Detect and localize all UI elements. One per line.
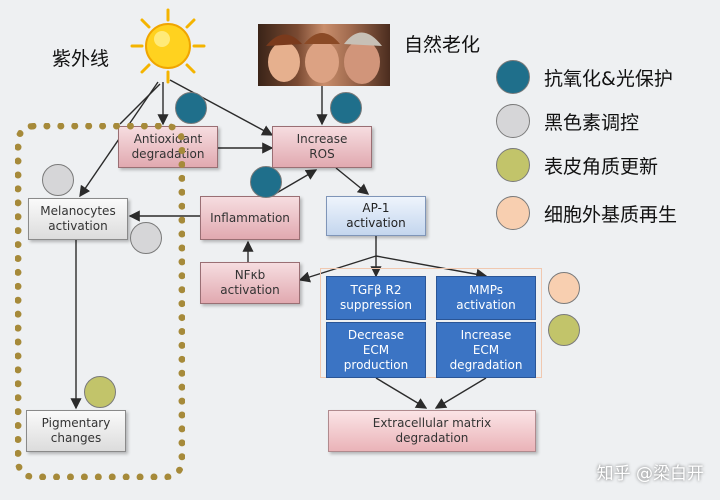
- melanocytes-marker-icon: [42, 164, 74, 196]
- legend-swatch-renewal-icon: [496, 148, 530, 182]
- melanocytes-activation-node: Melanocytes activation: [28, 198, 128, 240]
- ap1-activation-node: AP-1 activation: [326, 196, 426, 236]
- mmps-activation-node: MMPs activation: [436, 276, 536, 320]
- legend-label-ecm: 细胞外基质再生: [544, 204, 678, 226]
- mmps-marker-icon: [548, 272, 580, 304]
- melanin-pathway-highlight: [15, 123, 185, 480]
- pigmentary-changes-node: Pigmentary changes: [26, 410, 126, 452]
- arrow-decrease-ecm: [375, 377, 428, 409]
- arrow-increase-ecm: [434, 377, 487, 409]
- tgf-suppression-node: TGFβ R2 suppression: [326, 276, 426, 320]
- inflammation-node: Inflammation: [200, 196, 300, 240]
- antioxidant-marker-icon: [175, 92, 207, 124]
- aging-faces-image: [258, 24, 390, 86]
- increase-ros-node: Increase ROS: [272, 126, 372, 168]
- ecm-marker-icon: [548, 314, 580, 346]
- antioxidant-degradation-node: Antioxidant degradation: [118, 126, 218, 168]
- legend-swatch-melanin-icon: [496, 104, 530, 138]
- pigmentary-marker-icon: [84, 376, 116, 408]
- legend-swatch-antioxidant-icon: [496, 60, 530, 94]
- inflammation-marker-icon: [250, 166, 282, 198]
- arrow-split-mmps: [375, 255, 488, 280]
- ap1-targets-frame: [320, 268, 542, 378]
- legend-swatch-ecm-icon: [496, 196, 530, 230]
- decrease-ecm-node: Decrease ECM production: [326, 322, 426, 378]
- nfkb-activation-node: NFκb activation: [200, 262, 300, 304]
- arrow-uv-ros: [169, 79, 274, 136]
- legend-label-renewal: 表皮角质更新: [544, 156, 659, 178]
- aging-label: 自然老化: [404, 34, 481, 56]
- uv-label: 紫外线: [52, 48, 110, 70]
- legend-label-melanin: 黑色素调控: [544, 112, 640, 134]
- increase-ecm-node: Increase ECM degradation: [436, 322, 536, 378]
- sun-icon: [130, 8, 206, 84]
- legend-label-antioxidant: 抗氧化&光保护: [544, 68, 673, 90]
- arrow-ros-ap1: [335, 167, 370, 195]
- extracellular-matrix-degradation-node: Extracellular matrix degradation: [328, 410, 536, 452]
- watermark: 知乎 @梁白开: [596, 464, 704, 484]
- ros-marker-icon: [330, 92, 362, 124]
- melanocytes-marker-icon-2: [130, 222, 162, 254]
- arrow-uv-ros-2: [119, 83, 161, 125]
